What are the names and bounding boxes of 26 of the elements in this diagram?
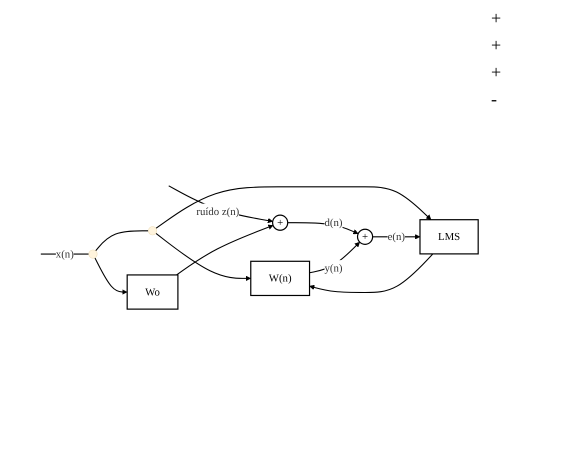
edge-label: ruído z(n) — [196, 205, 240, 217]
arrow — [168, 184, 273, 223]
edge-label: y(n) — [324, 261, 343, 274]
edge-label: d(n) — [324, 216, 343, 228]
arrow — [156, 232, 251, 281]
node-box — [250, 260, 310, 296]
edge-label: x(n) — [56, 247, 74, 260]
node-circle — [88, 249, 98, 258]
arrow — [309, 253, 434, 293]
node-box — [419, 218, 479, 254]
sign-label: + — [491, 62, 502, 83]
edge-label: e(n) — [388, 230, 405, 242]
arrow — [176, 224, 274, 275]
block-diagram: x(n) ruído z(n) d(n) y(n) e(n) Wo + + W(n) LMS — [0, 162, 483, 314]
node-box — [126, 274, 178, 310]
arrow — [156, 186, 432, 228]
arrow — [288, 222, 358, 234]
connector — [95, 230, 148, 251]
sign-label: + — [491, 8, 502, 29]
sign-label: - — [491, 89, 498, 110]
node-circle — [356, 228, 374, 244]
node-circle — [148, 226, 158, 235]
arrow — [94, 257, 128, 294]
arrow — [309, 241, 360, 273]
sign-label: + — [491, 35, 502, 56]
node-circle — [272, 214, 288, 230]
